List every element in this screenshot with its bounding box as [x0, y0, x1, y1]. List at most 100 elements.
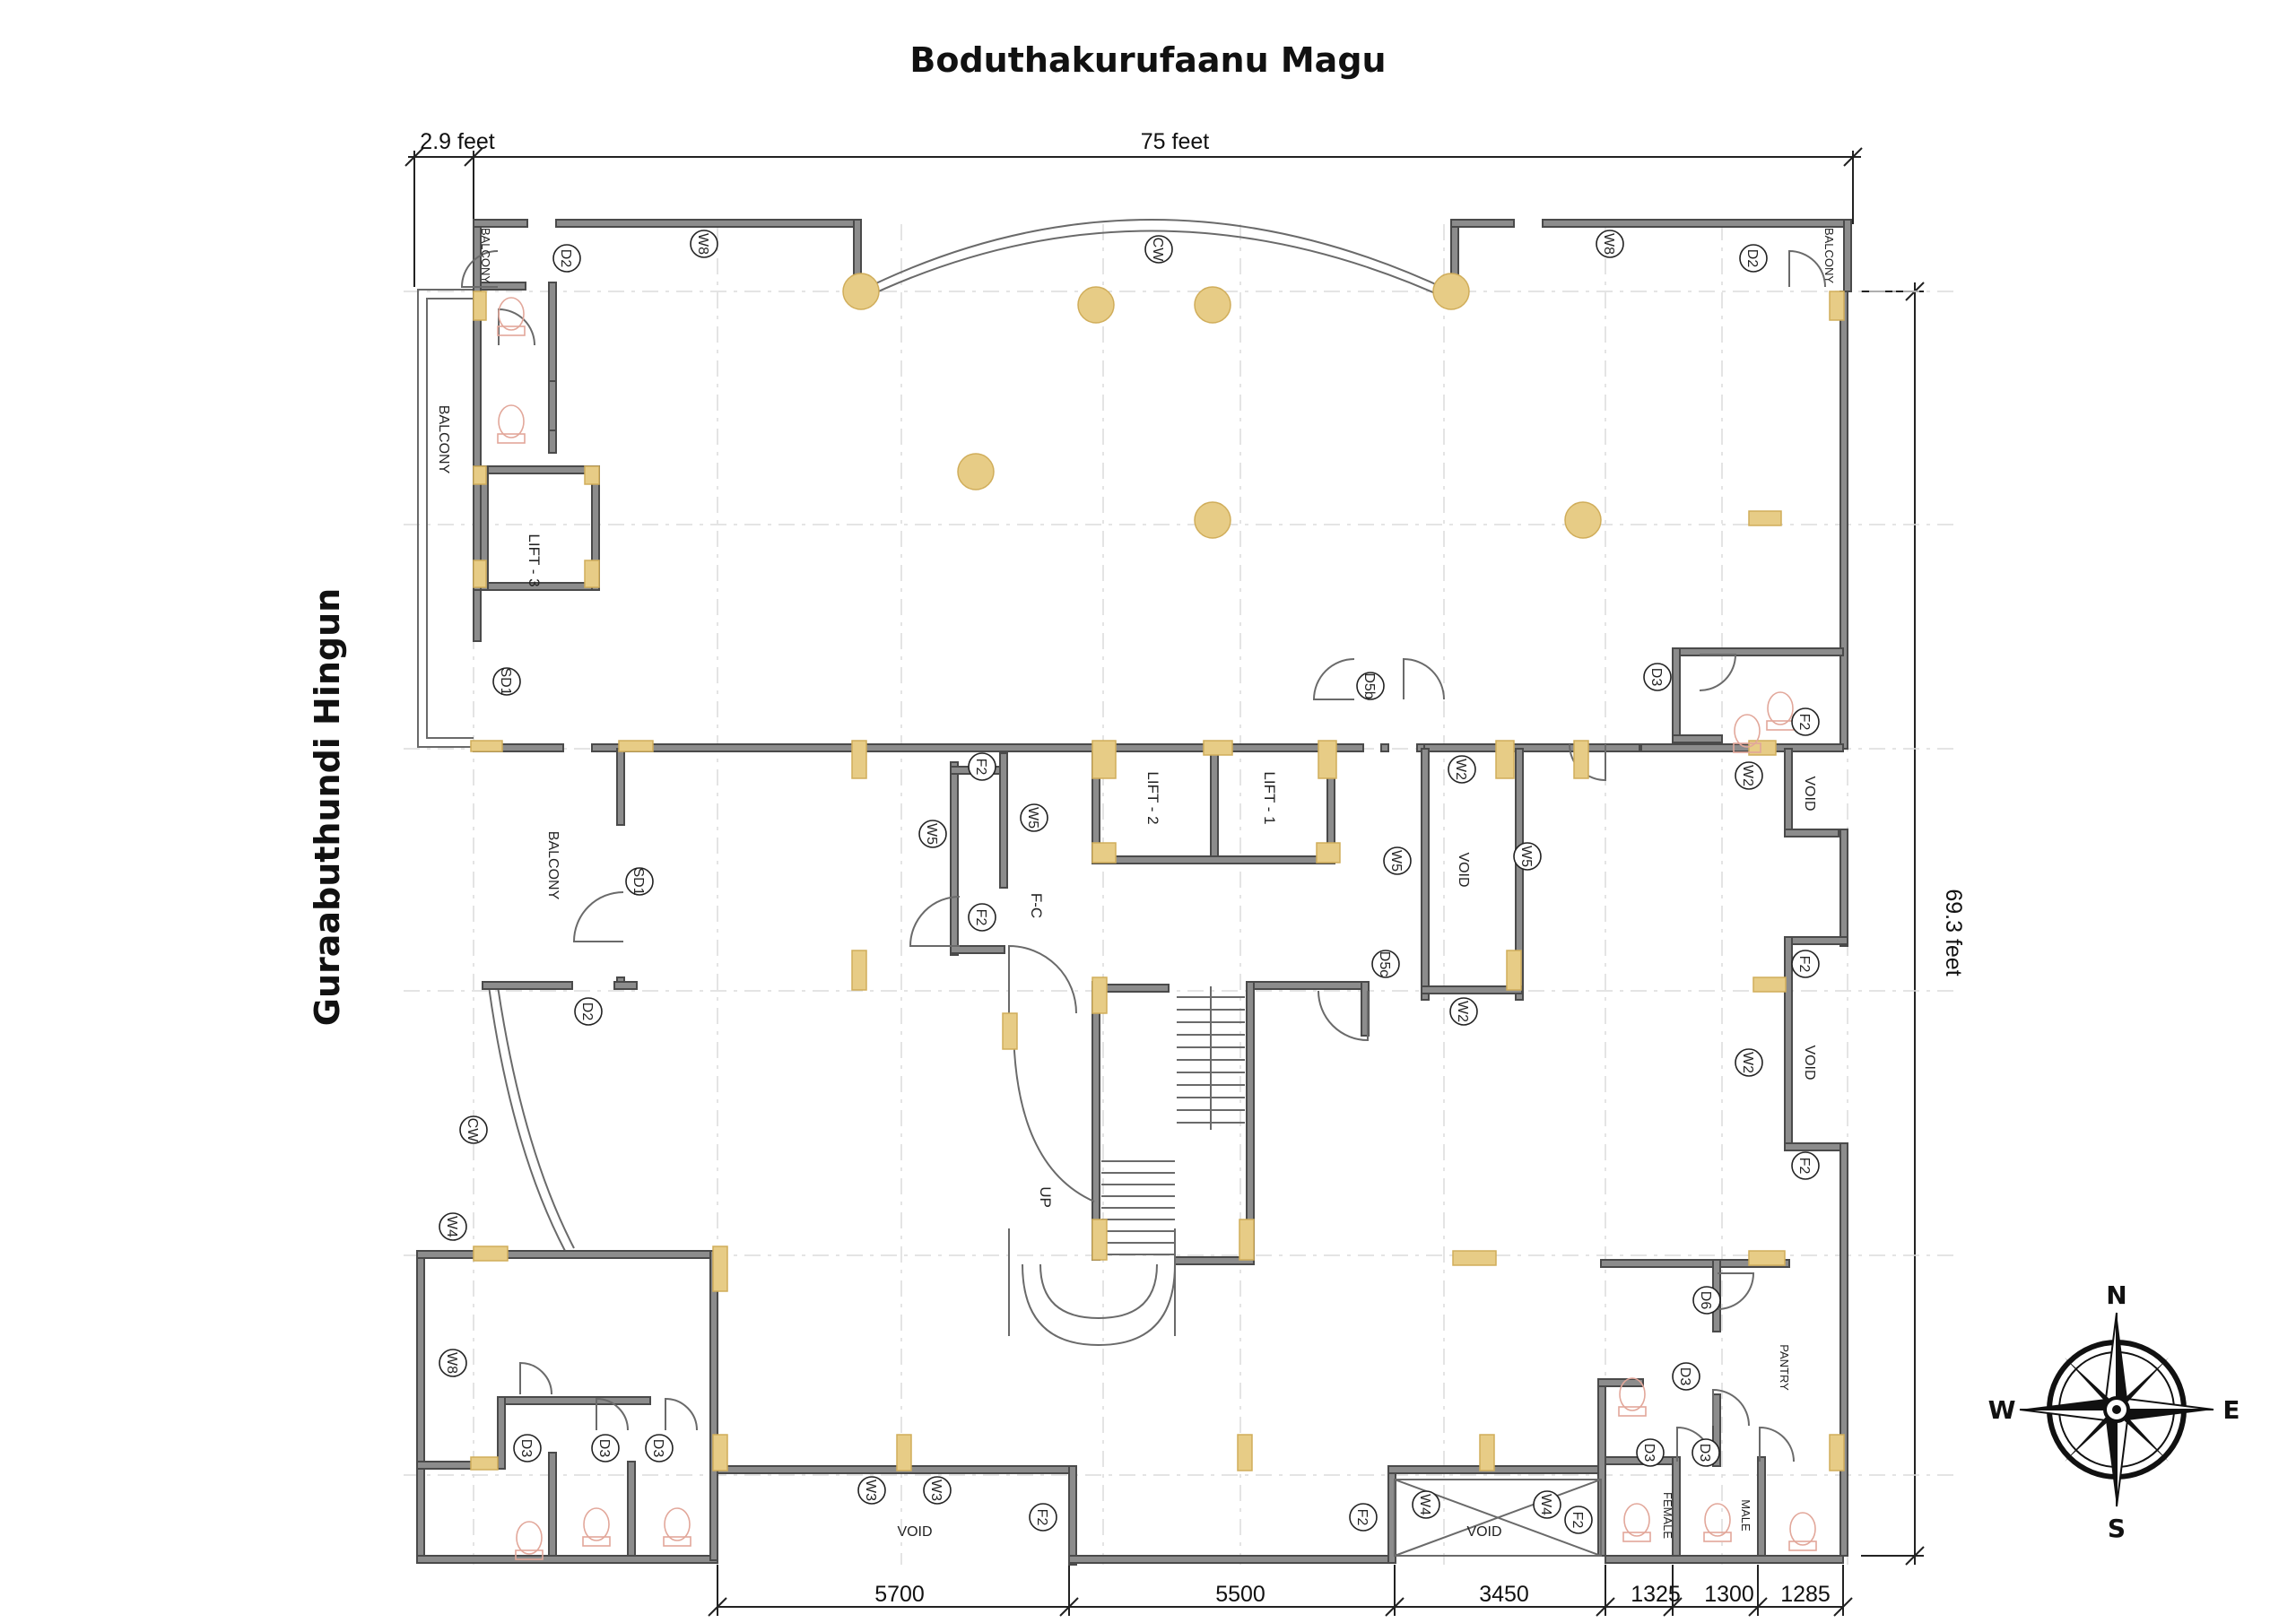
- tag-d3-m: D3: [1692, 1438, 1720, 1467]
- dimension-right: 69.3 feet: [1861, 282, 1966, 1566]
- tag-text: F2: [1354, 1509, 1370, 1526]
- column-rect: [1748, 740, 1777, 756]
- tag-w2-c: W2: [1735, 761, 1763, 790]
- tag-text: SD1: [631, 867, 646, 895]
- wall-segment: [1210, 752, 1219, 864]
- tag-text: W5: [924, 823, 939, 845]
- label-pantry: PANTRY: [1778, 1344, 1791, 1391]
- wall-segment: [1672, 647, 1681, 743]
- toilet-tank: [497, 325, 526, 336]
- tag-bubble: [1383, 846, 1412, 875]
- column-rect: [473, 1245, 509, 1262]
- dimension-bottom: 5700 5500 3450 1325 1300 1285: [708, 1565, 1853, 1617]
- tag-text: W2: [1740, 765, 1755, 786]
- column-rect: [851, 740, 867, 779]
- tag-bubble: [439, 1349, 467, 1377]
- column-rect: [1091, 740, 1117, 779]
- tag-bubble: [1735, 761, 1763, 790]
- column-rect: [1495, 740, 1515, 779]
- wall-segment: [1784, 936, 1793, 1149]
- wall-segment: [1839, 291, 1848, 750]
- tag-bubble: [1791, 707, 1820, 736]
- wall-segment: [1421, 748, 1430, 1001]
- dimension-top: 2.9 feet 75 feet: [404, 129, 1863, 287]
- column-rect: [1752, 976, 1787, 993]
- label-balcony-top-left: BALCONY: [479, 228, 492, 283]
- tag-bubble: [1636, 1438, 1665, 1467]
- wall-segment: [1839, 829, 1848, 947]
- tag-text: D2: [579, 1002, 595, 1021]
- toilet-tank: [1703, 1532, 1732, 1542]
- tag-f2-c: F2: [1791, 950, 1820, 978]
- tag-bubble: [1448, 755, 1476, 784]
- toilet-tank: [515, 1549, 544, 1560]
- column-round: [1432, 273, 1470, 310]
- tag-bubble: [1735, 1048, 1763, 1077]
- door-swing: [909, 896, 961, 947]
- wall-segment: [416, 1250, 425, 1561]
- label-void-center: VOID: [1456, 852, 1471, 887]
- label-female: FEMALE: [1661, 1492, 1674, 1539]
- column-rect: [712, 1245, 728, 1292]
- tag-bubble: [1513, 842, 1542, 871]
- tag-w3-b: W3: [923, 1476, 952, 1505]
- door-swing: [460, 250, 499, 288]
- label-up: UP: [1037, 1186, 1054, 1208]
- toilet-fixture: [664, 1507, 691, 1541]
- tag-bubble: [574, 997, 603, 1026]
- tag-w5-c: W5: [1383, 846, 1412, 875]
- wall-segment: [497, 1396, 651, 1405]
- compass-s: S: [2108, 1514, 2126, 1543]
- tag-bubble: [459, 1115, 488, 1144]
- tag-d3-s2: D3: [591, 1434, 620, 1462]
- sanitary-fixtures: [497, 297, 1817, 1560]
- dimension-tick-slash: [1385, 1597, 1405, 1617]
- tag-bubble: [1791, 950, 1820, 978]
- wall-segment: [950, 945, 1005, 954]
- toilet-tank: [1733, 742, 1761, 753]
- column-round: [1564, 501, 1602, 539]
- wall-segment: [1839, 1142, 1848, 1557]
- door-swing: [665, 1397, 698, 1431]
- column-rect: [712, 1434, 728, 1471]
- tag-w5-d: W5: [1513, 842, 1542, 871]
- wall-segment: [717, 1465, 1073, 1474]
- tag-w8-w: W8: [439, 1349, 467, 1377]
- tag-cw-top: CW: [1144, 235, 1173, 264]
- column-rect: [1829, 1434, 1845, 1471]
- toilet-fixture: [583, 1507, 610, 1541]
- dimension-width: 75 feet: [1141, 129, 1210, 154]
- column-rect: [473, 560, 487, 588]
- tag-text: W8: [1601, 233, 1616, 255]
- dimension-tick-slash: [1596, 1597, 1615, 1617]
- label-lift-2: LIFT - 2: [1144, 771, 1161, 824]
- label-void-east-lower: VOID: [1802, 1045, 1817, 1080]
- dimension-bottom-2: 5500: [1215, 1582, 1265, 1607]
- tag-text: D6: [1698, 1291, 1713, 1310]
- door-swing: [1788, 249, 1826, 288]
- tag-text: F2: [973, 759, 988, 776]
- door-swing: [498, 308, 535, 346]
- tag-text: W5: [1518, 846, 1534, 867]
- tag-bubble: [968, 903, 996, 932]
- column-rect: [1002, 1012, 1018, 1050]
- street-name-top: Boduthakurufaanu Magu: [909, 40, 1386, 80]
- tag-w2-d: W2: [1735, 1048, 1763, 1077]
- label-void-south-west: VOID: [897, 1524, 932, 1540]
- tag-bubble: [1144, 235, 1173, 264]
- wall-segment: [613, 981, 638, 990]
- wall-segment: [1542, 219, 1848, 228]
- dimension-bottom-3: 3450: [1479, 1582, 1529, 1607]
- wall-segment: [1600, 1259, 1790, 1268]
- curtain-wall-top: [858, 219, 1452, 301]
- tag-bubble: [1564, 1506, 1593, 1534]
- wall-segment: [548, 380, 557, 431]
- stair: [1008, 986, 1245, 1347]
- compass-n: N: [2106, 1280, 2126, 1310]
- tag-cw-w: CW: [459, 1115, 488, 1144]
- door-swing: [1699, 654, 1737, 691]
- door-swing: [519, 1361, 552, 1395]
- tag-w4-a: W4: [1412, 1490, 1440, 1519]
- street-name-left: Guraabuthundi Hingun: [308, 588, 347, 1027]
- tag-bubble: [439, 1212, 467, 1241]
